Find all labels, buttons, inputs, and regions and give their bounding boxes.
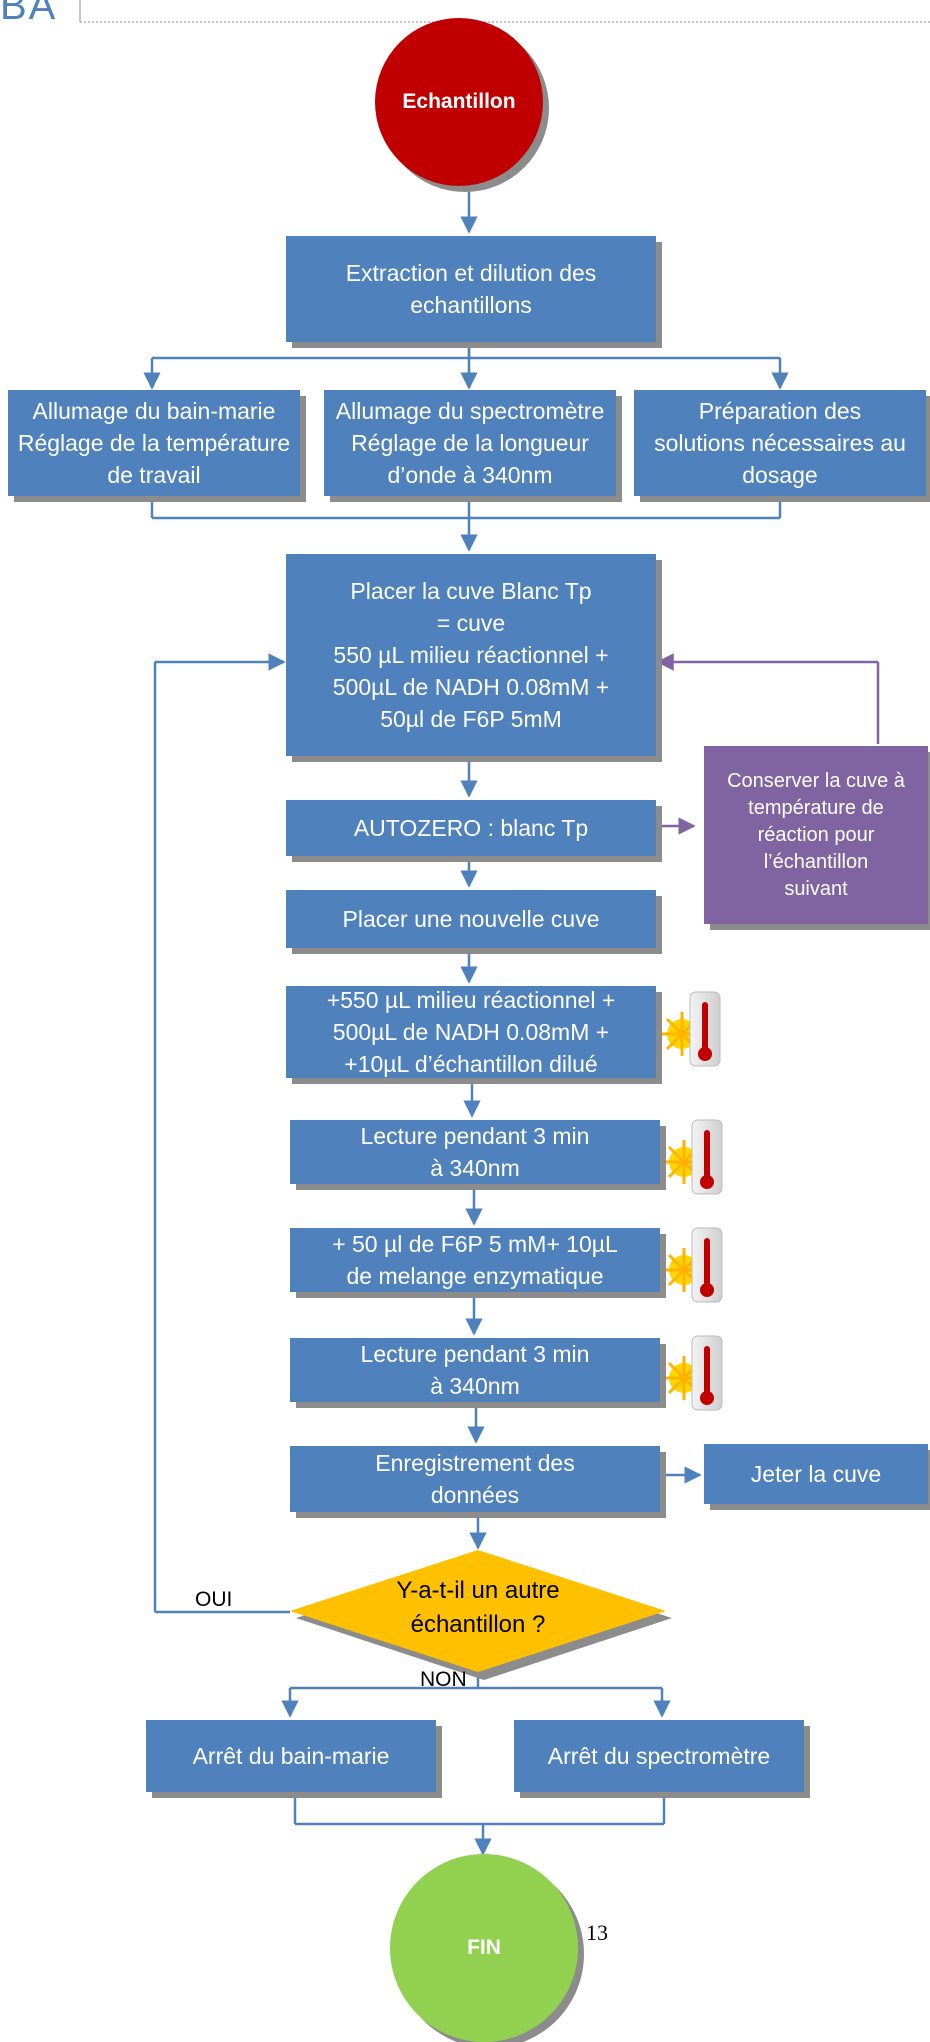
start-node: Echantillon <box>375 18 543 186</box>
step-nouvelle-cuve: Placer une nouvelle cuve <box>286 890 656 948</box>
step-arret-spectrometre: Arrêt du spectromètre <box>514 1720 804 1792</box>
step-lecture-1: Lecture pendant 3 min à 340nm <box>290 1120 660 1184</box>
step-preparation-label: Préparation des solutions nécessaires au… <box>654 397 906 489</box>
step-ajout-echantillon-label: +550 µL milieu réactionnel + 500µL de NA… <box>326 986 616 1078</box>
step-conserver-label: Conserver la cuve à température de réact… <box>727 769 905 900</box>
start-label: Echantillon <box>402 90 516 113</box>
step-ajout-f6p: + 50 µl de F6P 5 mM+ 10µL de melange enz… <box>290 1228 660 1292</box>
step-jeter-cuve: Jeter la cuve <box>704 1444 928 1504</box>
thermometer-sun-icon <box>662 1335 723 1411</box>
step-enregistrement: Enregistrement des données <box>290 1446 660 1512</box>
step-ajout-echantillon: +550 µL milieu réactionnel + 500µL de NA… <box>286 986 656 1078</box>
edge-label-non: NON <box>420 1668 467 1691</box>
thermometer-sun-icon <box>662 1227 723 1303</box>
step-blanc: Placer la cuve Blanc Tp = cuve 550 µL mi… <box>286 554 656 756</box>
step-arret-bain-marie: Arrêt du bain-marie <box>146 1720 436 1792</box>
step-nouvelle-cuve-label: Placer une nouvelle cuve <box>342 905 600 932</box>
step-conserver: Conserver la cuve à température de réact… <box>704 746 928 924</box>
thermometer-sun-icon <box>660 991 721 1067</box>
step-autozero: AUTOZERO : blanc Tp <box>286 800 656 856</box>
step-bain-marie-label: Allumage du bain-marie Réglage de la tem… <box>17 397 291 489</box>
decision-label: Y-a-t-il un autre échantillon ? <box>396 1577 560 1638</box>
page-number: 13 <box>586 1920 608 1945</box>
step-lecture-2-label: Lecture pendant 3 min à 340nm <box>360 1340 590 1399</box>
step-enregistrement-label: Enregistrement des données <box>375 1449 575 1508</box>
step-lecture-2: Lecture pendant 3 min à 340nm <box>290 1338 660 1402</box>
step-blanc-label: Placer la cuve Blanc Tp = cuve 550 µL mi… <box>332 577 610 733</box>
header-logo: BA <box>0 0 58 28</box>
step-preparation: Préparation des solutions nécessaires au… <box>634 390 926 496</box>
decision-diamond <box>290 1550 666 1672</box>
step-spectrometre: Allumage du spectromètre Réglage de la l… <box>324 390 616 496</box>
step-ajout-f6p-label: + 50 µl de F6P 5 mM+ 10µL de melange enz… <box>332 1230 618 1289</box>
step-extraction: Extraction et dilution des echantillons <box>286 236 656 342</box>
step-arret-spectrometre-label: Arrêt du spectromètre <box>547 1742 771 1769</box>
step-arret-bain-marie-label: Arrêt du bain-marie <box>192 1742 390 1769</box>
step-spectrometre-label: Allumage du spectromètre Réglage de la l… <box>335 397 605 489</box>
step-lecture-1-label: Lecture pendant 3 min à 340nm <box>360 1122 590 1181</box>
end-label: FIN <box>467 1936 501 1959</box>
end-node: FIN <box>390 1854 578 2042</box>
step-jeter-cuve-label: Jeter la cuve <box>750 1460 882 1487</box>
edge-label-oui: OUI <box>195 1588 233 1611</box>
step-bain-marie: Allumage du bain-marie Réglage de la tem… <box>8 390 300 496</box>
thermometer-sun-icon <box>662 1119 723 1195</box>
step-extraction-label: Extraction et dilution des echantillons <box>345 259 597 318</box>
step-autozero-label: AUTOZERO : blanc Tp <box>353 814 589 841</box>
